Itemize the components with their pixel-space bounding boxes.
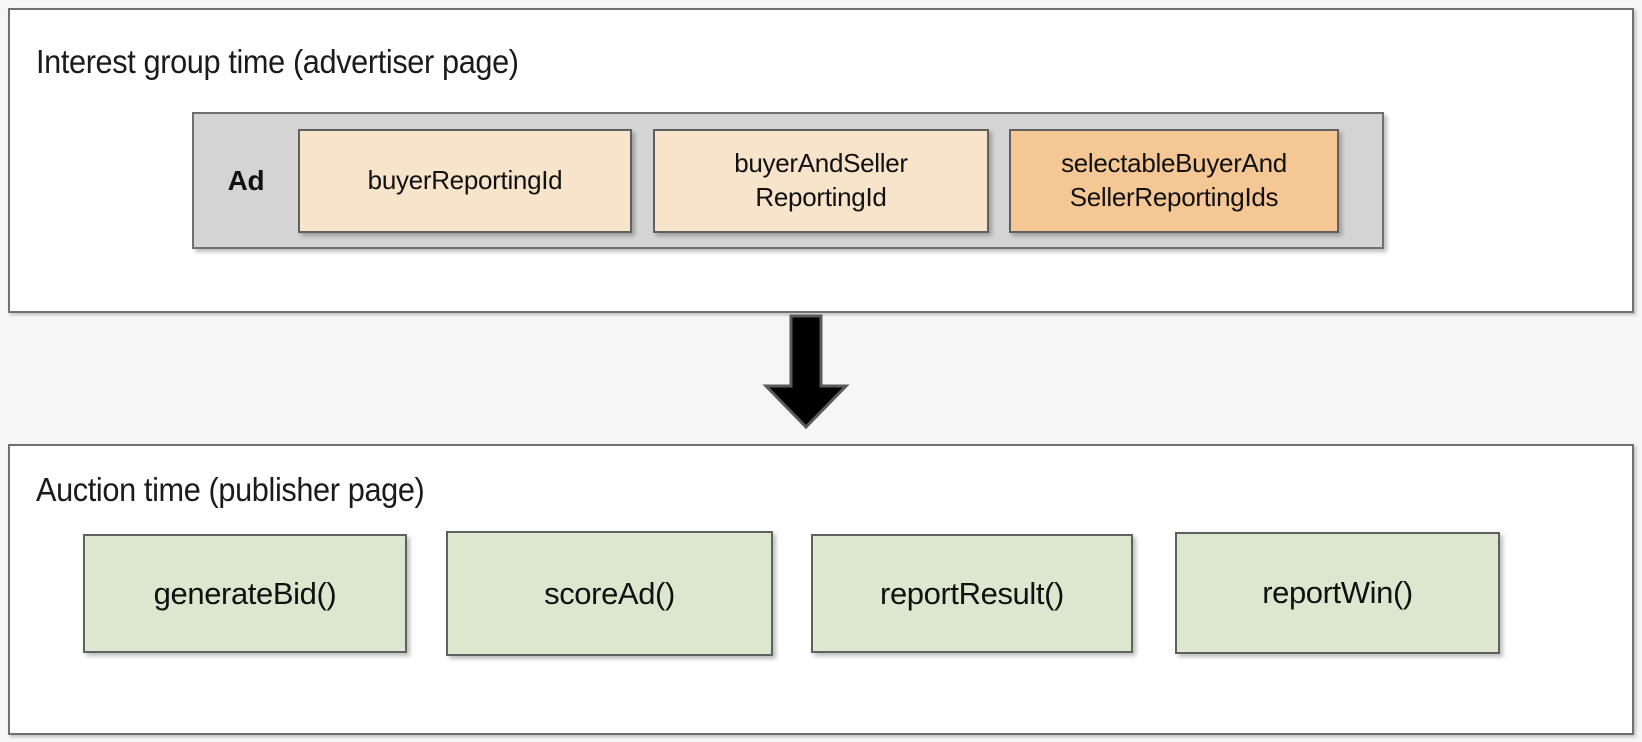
down-arrow-icon bbox=[756, 314, 856, 429]
auction-function-report-win[interactable]: reportWin() bbox=[1175, 532, 1500, 654]
phase-panel-publisher: Auction time (publisher page) generateBi… bbox=[8, 444, 1634, 735]
auction-function-report-result[interactable]: reportResult() bbox=[811, 534, 1133, 653]
phase-title-publisher: Auction time (publisher page) bbox=[36, 471, 425, 508]
phase-title-advertiser: Interest group time (advertiser page) bbox=[36, 43, 519, 80]
auction-function-label: reportResult() bbox=[880, 575, 1064, 611]
auction-function-score-ad[interactable]: scoreAd() bbox=[446, 531, 773, 656]
ad-field-buyer-and-seller-reporting-id[interactable]: buyerAndSeller ReportingId bbox=[653, 128, 989, 233]
ad-container-label: Ad bbox=[227, 164, 265, 196]
auction-function-label: reportWin() bbox=[1262, 575, 1413, 610]
ad-field-label-line1: buyerAndSeller bbox=[734, 148, 908, 179]
phase-panel-advertiser: Interest group time (advertiser page) Ad… bbox=[8, 8, 1634, 313]
ad-container: Ad buyerReportingId buyerAndSeller Repor… bbox=[192, 112, 1384, 249]
ad-field-selectable-buyer-and-seller-reporting-ids[interactable]: selectableBuyerAnd SellerReportingIds bbox=[1009, 128, 1339, 233]
auction-function-label: scoreAd() bbox=[544, 575, 675, 611]
ad-field-label-line2: SellerReportingIds bbox=[1069, 181, 1279, 212]
auction-function-row: generateBid() scoreAd() reportResult() r… bbox=[10, 446, 1632, 733]
ad-field-label-line1: selectableBuyerAnd bbox=[1061, 148, 1287, 179]
auction-function-label: generateBid() bbox=[153, 575, 337, 611]
ad-field-label-line2: ReportingId bbox=[755, 181, 887, 212]
auction-function-generate-bid[interactable]: generateBid() bbox=[83, 534, 407, 653]
ad-field-label: selectableBuyerAnd SellerReportingIds bbox=[1061, 147, 1287, 213]
ad-field-label: buyerReportingId bbox=[367, 164, 563, 195]
ad-field-label: buyerAndSeller ReportingId bbox=[734, 147, 908, 213]
ad-field-buyer-reporting-id[interactable]: buyerReportingId bbox=[298, 128, 632, 233]
